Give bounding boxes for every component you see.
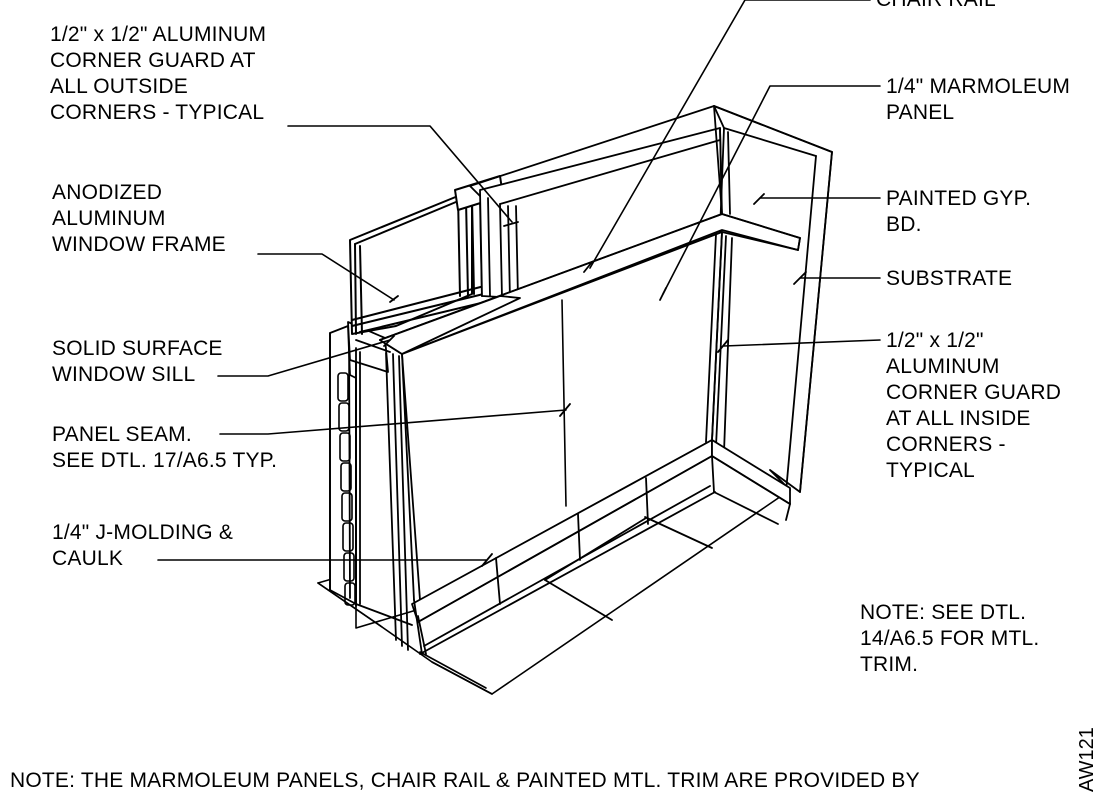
label-note-trim: NOTE: SEE DTL. 14/A6.5 FOR MTL. TRIM.: [860, 601, 1040, 676]
substrate-blocks-left: [337, 372, 356, 606]
leader-outside-corner-guard: [287, 125, 513, 223]
main-wall-panel: [401, 231, 733, 601]
label-substrate: SUBSTRATE: [886, 267, 1013, 290]
leader-inside-corner-guard: [723, 339, 881, 347]
leader-chair-rail: [589, 0, 871, 269]
label-inside-corner-guard: 1/2" x 1/2" ALUMINUM CORNER GUARD AT ALL…: [886, 329, 1062, 482]
window-sill: [379, 295, 521, 355]
label-painted-gyp: PAINTED GYP. BD.: [886, 187, 1032, 236]
left-window-jamb-wall: [329, 321, 413, 651]
leader-ticks: [383, 193, 807, 567]
panel-seam-line: [561, 299, 567, 507]
head-wall-upper: [469, 105, 723, 301]
label-chair-rail: CHAIR RAIL: [876, 0, 996, 13]
leader-panel-seam: [219, 409, 567, 435]
label-outside-corner-guard: 1/2" x 1/2" ALUMINUM CORNER GUARD AT ALL…: [50, 23, 267, 124]
label-window-sill: SOLID SURFACE WINDOW SILL: [52, 337, 223, 386]
label-window-frame: ANODIZED ALUMINUM WINDOW FRAME: [52, 181, 226, 256]
label-panel-seam: PANEL SEAM. SEE DTL. 17/A6.5 TYP.: [52, 423, 278, 472]
leader-lines: [157, 0, 881, 561]
leader-marmoleum-panel: [662, 85, 881, 295]
label-j-molding: 1/4" J-MOLDING & CAULK: [52, 521, 234, 570]
window-frame: [349, 175, 511, 335]
leader-window-frame: [257, 253, 395, 301]
sheet-tag: AW121: [1076, 727, 1098, 792]
label-marmoleum-panel: 1/4" MARMOLEUM PANEL: [886, 75, 1071, 124]
leader-window-sill: [217, 339, 391, 377]
note-bottom: NOTE: THE MARMOLEUM PANELS, CHAIR RAIL &…: [10, 769, 920, 792]
base-panels: [411, 439, 791, 655]
